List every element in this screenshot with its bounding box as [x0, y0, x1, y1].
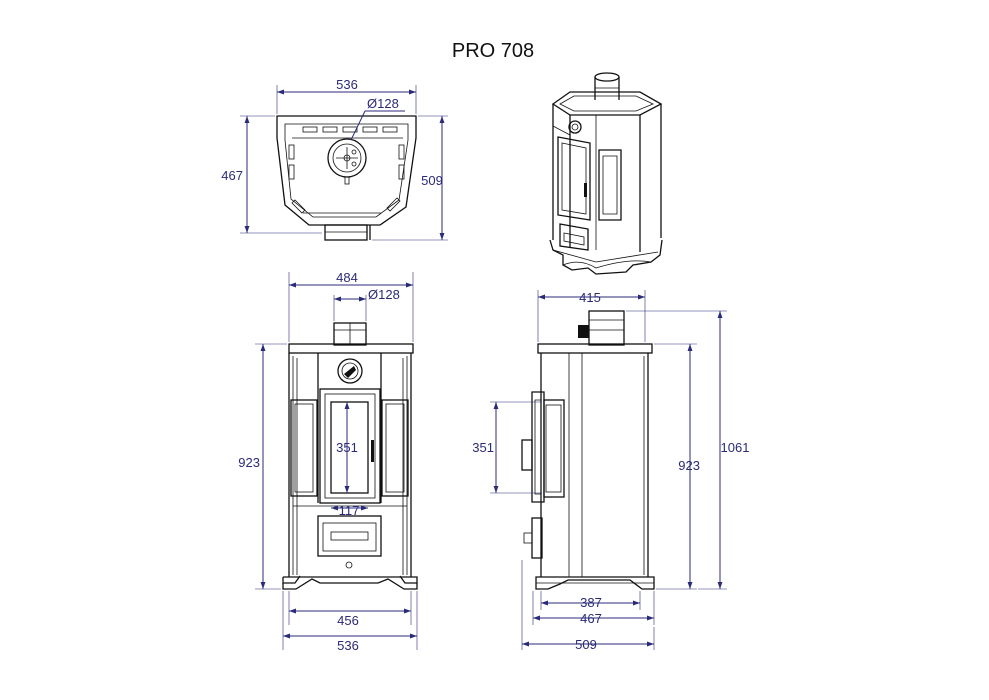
side-body-height-label: 923 [678, 458, 700, 473]
top-view: 536 Ø128 467 509 [221, 77, 448, 241]
side-glass-height-label: 351 [472, 440, 494, 455]
side-top-depth-label: 415 [579, 290, 601, 305]
top-depth-right-label: 509 [421, 173, 443, 188]
side-depth-509-label: 509 [575, 637, 597, 652]
top-depth-left-label: 467 [221, 168, 243, 183]
top-flue-diameter-label: Ø128 [367, 96, 399, 111]
side-feet-depth-label: 387 [580, 595, 602, 610]
drawing-title: PRO 708 [452, 40, 534, 62]
top-width-label: 536 [336, 77, 358, 92]
front-glass-width-label: 117 [339, 503, 360, 518]
front-view: 484 Ø128 351 117 923 456 536 [238, 270, 418, 653]
front-glass-height-label: 351 [336, 440, 358, 455]
front-flue-diameter-label: Ø128 [368, 287, 400, 302]
front-feet-width-label: 456 [337, 613, 359, 628]
side-view: 415 351 923 1061 387 467 509 [472, 290, 749, 652]
isometric-view [549, 72, 663, 275]
front-base-width-label: 536 [337, 638, 359, 653]
side-total-height-label: 1061 [721, 440, 750, 455]
front-top-width-label: 484 [336, 270, 358, 285]
front-height-label: 923 [238, 455, 260, 470]
side-depth-467-label: 467 [580, 611, 602, 626]
